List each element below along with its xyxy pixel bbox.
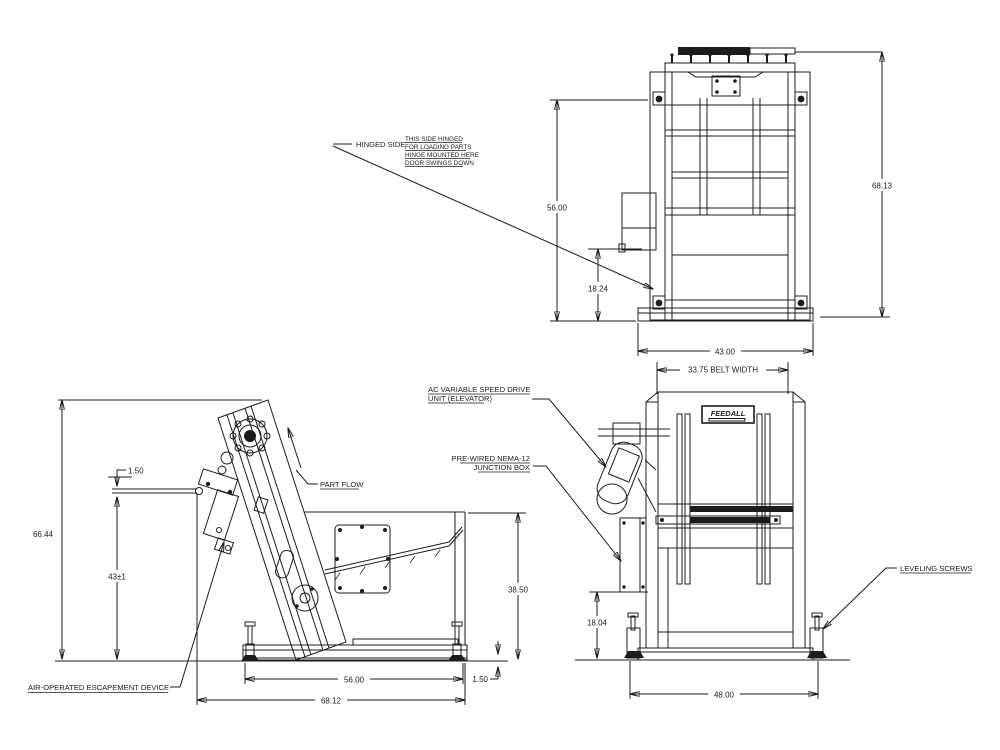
rear-dim-48: 48.00 [629,661,819,700]
rear-leveling-screw-left [624,612,644,658]
drive-motor [596,422,670,515]
side-view: 66.44 1.50 43±1 38.50 56.00 [28,399,534,706]
drive-unit-label-line1: AC VARIABLE SPEED DRIVE [428,385,530,394]
feedall-logo-plate: FEEDALL [701,405,755,424]
rear-frame-body [645,391,806,649]
front-dim-6813: 68.13 [820,52,897,318]
dim-rear-lower-height: 18.04 [587,619,608,628]
front-mounting-plate [711,75,741,97]
dim-front-width: 43.00 [715,348,736,357]
front-dim-56: 56.00 [542,99,648,322]
side-dim-3850: 38.50 [468,512,534,659]
hinged-note-line3: HINGE MOUNTED HERE [405,152,479,159]
escapement-callout: AIR-OPERATED ESCAPEMENT DEVICE [28,542,224,693]
hinged-side-callout: HINGED SIDE THIS SIDE HINGED FOR LOADING… [332,136,653,289]
hopper-access-panel [334,524,391,594]
dim-rear-belt-width: 33.75 BELT WIDTH [688,366,758,375]
leveling-screws-callout: LEVELING SCREWS [823,564,973,629]
escapement-device [112,468,240,555]
front-dim-43: 43.00 [637,323,814,357]
junction-box-callout: PRE-WIRED NEMA-12 JUNCTION BOX [452,454,621,561]
side-leveling-screw-left [241,621,259,661]
dim-side-overall-height: 66.44 [33,530,54,539]
front-drive-housing [618,192,657,253]
side-dim-43: 43±1 [102,497,132,659]
junction-box-label-line1: PRE-WIRED NEMA-12 [452,454,530,463]
side-dim-56: 56.00 [244,663,464,685]
side-dim-foot-150: 1.50 [472,641,498,684]
dim-front-door-height: 18.24 [588,285,609,294]
dim-side-rail-thickness: 1.50 [128,467,144,476]
rear-dim-beltwidth: 33.75 BELT WIDTH [656,362,789,394]
escapement-label: AIR-OPERATED ESCAPEMENT DEVICE [28,683,169,692]
front-corner-clamps [652,91,808,310]
side-dim-6644: 66.44 [33,399,262,659]
drive-unit-callout: AC VARIABLE SPEED DRIVE UNIT (ELEVATOR) [428,385,606,467]
part-flow-label: PART FLOW [320,480,364,489]
junction-box-label-line2: JUNCTION BOX [473,463,530,472]
drive-unit-label-line2: UNIT (ELEVATOR) [428,394,492,403]
rear-dim-1804: 18.04 [581,591,648,658]
rear-leveling-screw-right [807,612,827,658]
side-dim-6812: 68.12 [196,494,466,706]
front-dim-1824: 18.24 [583,248,642,321]
dim-front-upper-height: 56.00 [547,204,568,213]
front-frame-body [637,71,814,322]
hinged-side-label: HINGED SIDE [356,140,405,149]
hopper [304,511,466,645]
dim-side-base-length: 56.00 [344,676,365,685]
hinged-note-line2: FOR LOADING PARTS [405,144,472,151]
part-flow-arrow [288,428,302,469]
leveling-screws-label: LEVELING SCREWS [900,564,973,573]
side-base-frame [242,638,468,661]
side-dim-rail-150: 1.50 [108,467,144,487]
dim-side-discharge-height: 43±1 [108,573,126,582]
rear-view: FEEDALL [428,362,973,700]
dim-side-foot-height: 1.50 [472,675,488,684]
junction-box [619,517,647,593]
side-leveling-screw-right [448,621,466,661]
hinged-note-line4: DOOR SWINGS DOWN [405,160,474,167]
dim-rear-base-width: 48.00 [714,691,735,700]
dim-front-overall-height: 68.13 [872,182,893,191]
part-flow-callout: PART FLOW [295,469,364,490]
elevator-mast [217,399,347,661]
front-view: 56.00 18.24 68.13 43.00 HINGED SIDE THIS [332,47,897,357]
feedall-logo-text: FEEDALL [711,409,746,418]
front-top-bolt-row [664,53,796,78]
hinged-note-line1: THIS SIDE HINGED [405,136,463,143]
dim-side-hopper-height: 38.50 [508,586,529,595]
head-sprocket [217,415,271,475]
front-top-discharge-bar [678,47,882,55]
dim-side-overall-length: 68.12 [321,697,342,706]
